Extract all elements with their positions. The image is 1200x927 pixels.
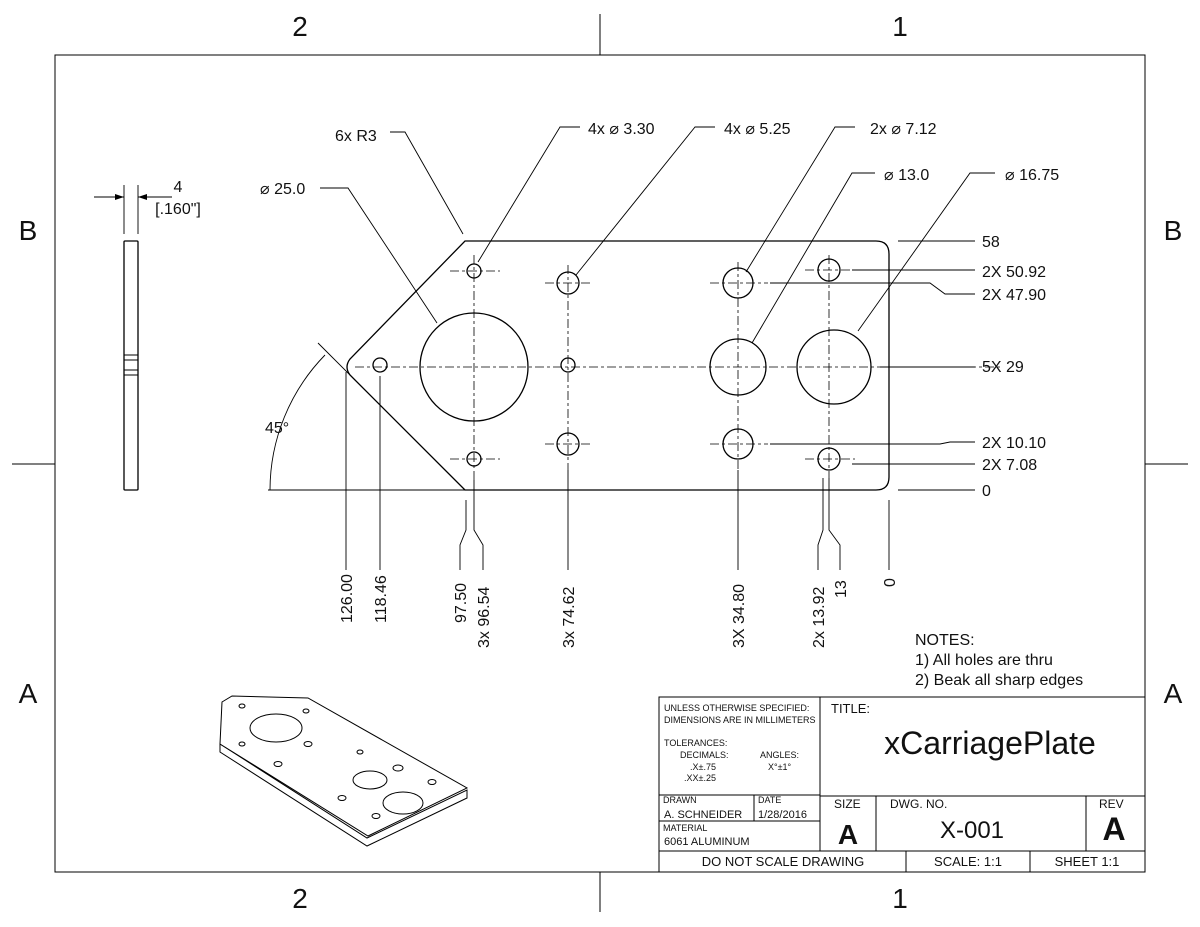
hole-d525 <box>556 271 580 295</box>
y-ordinate-5092: 2X 50.92 <box>982 264 1046 281</box>
y-ordinate-4790: 2X 47.90 <box>982 287 1046 304</box>
title-label: TITLE: <box>831 701 870 716</box>
side-view: 4 [.160"] <box>94 179 201 491</box>
hole-d712 <box>722 267 754 299</box>
y-ordinate-1010: 2X 10.10 <box>982 435 1046 452</box>
hole-d25 <box>419 312 529 422</box>
size-label: SIZE <box>834 797 861 811</box>
callout-leaders <box>268 126 995 491</box>
hole-d330 <box>466 451 482 467</box>
decimal-tolerance-2: .XX±.25 <box>684 773 716 783</box>
callout-hole-712: 2x ⌀ 7.12 <box>870 121 937 138</box>
x-ordinate-11846: 118.46 <box>373 575 390 623</box>
hole-d525 <box>817 258 841 282</box>
dwg-no-value: X-001 <box>940 817 1004 844</box>
zone-label-left-b: B <box>19 215 38 246</box>
thickness-dimension: 4 <box>174 179 183 196</box>
hole-d330 <box>466 263 482 279</box>
callout-hole-250: ⌀ 25.0 <box>260 181 305 198</box>
y-ordinate-708: 2X 7.08 <box>982 457 1037 474</box>
angle-tolerance: X°±1° <box>768 762 792 772</box>
hole-d13 <box>709 338 767 396</box>
y-ordinate-leaders <box>770 240 975 491</box>
spec-line-2: DIMENSIONS ARE IN MILLIMETERS <box>664 715 816 725</box>
zone-label-top-2: 2 <box>292 11 308 42</box>
hole-d1675 <box>796 329 872 405</box>
do-not-scale-note: DO NOT SCALE DRAWING <box>702 854 865 869</box>
angle-dimension: 45° <box>265 420 289 437</box>
size-value: A <box>838 819 858 850</box>
y-ordinate-29: 5X 29 <box>982 359 1024 376</box>
hole-d525 <box>817 447 841 471</box>
plate-front-view <box>346 240 1000 491</box>
callout-radius: 6x R3 <box>335 128 377 145</box>
date-label: DATE <box>758 795 781 805</box>
zone-label-bottom-1: 1 <box>892 883 908 914</box>
decimal-tolerance-1: .X±.75 <box>690 762 716 772</box>
zone-label-left-a: A <box>19 678 38 709</box>
note-1: 1) All holes are thru <box>915 652 1053 669</box>
x-ordinate-13: 13 <box>833 580 850 598</box>
isometric-view <box>219 695 469 847</box>
title-block: UNLESS OTHERWISE SPECIFIED: DIMENSIONS A… <box>658 696 1146 873</box>
zone-label-right-b: B <box>1164 215 1183 246</box>
x-ordinate-9750: 97.50 <box>453 583 470 623</box>
hole-d330 <box>560 357 576 373</box>
callout-hole-1675: ⌀ 16.75 <box>1005 167 1059 184</box>
callout-hole-130: ⌀ 13.0 <box>884 167 929 184</box>
decimals-label: DECIMALS: <box>680 750 729 760</box>
x-ordinate-1392: 2x 13.92 <box>811 587 828 648</box>
notes-heading: NOTES: <box>915 632 975 649</box>
hole-d525 <box>556 432 580 456</box>
zone-label-right-a: A <box>1164 678 1183 709</box>
dwg-no-label: DWG. NO. <box>890 797 947 811</box>
callout-hole-330: 4x ⌀ 3.30 <box>588 121 655 138</box>
zone-label-top-1: 1 <box>892 11 908 42</box>
drawing-title: xCarriagePlate <box>884 725 1096 761</box>
x-ordinate-0: 0 <box>882 578 899 587</box>
notes: NOTES: 1) All holes are thru 2) Beak all… <box>915 632 1083 689</box>
spec-line-1: UNLESS OTHERWISE SPECIFIED: <box>664 703 809 713</box>
plate-outline <box>346 240 890 491</box>
drawn-by: A. SCHNEIDER <box>664 809 742 821</box>
note-2: 2) Beak all sharp edges <box>915 672 1083 689</box>
angles-label: ANGLES: <box>760 750 799 760</box>
drawn-label: DRAWN <box>663 795 697 805</box>
x-ordinate-12600: 126.00 <box>339 574 356 623</box>
y-ordinate-58: 58 <box>982 234 1000 251</box>
sheet-value: SHEET 1:1 <box>1055 854 1120 869</box>
y-ordinate-0: 0 <box>982 483 991 500</box>
hole-d330 <box>372 357 388 373</box>
drawn-date: 1/28/2016 <box>758 809 807 821</box>
x-ordinate-leaders <box>345 372 890 570</box>
zone-label-bottom-2: 2 <box>292 883 308 914</box>
scale-value: SCALE: 1:1 <box>934 854 1002 869</box>
tolerances-label: TOLERANCES: <box>664 738 727 748</box>
thickness-inch-dimension: [.160"] <box>155 201 201 218</box>
material-value: 6061 ALUMINUM <box>664 836 750 848</box>
x-ordinate-7462: 3x 74.62 <box>561 587 578 648</box>
x-ordinate-9654: 3x 96.54 <box>476 587 493 648</box>
hole-d712 <box>722 428 754 460</box>
x-ordinate-3480: 3X 34.80 <box>731 584 748 648</box>
rev-label: REV <box>1099 797 1124 811</box>
callout-hole-525: 4x ⌀ 5.25 <box>724 121 791 138</box>
material-label: MATERIAL <box>663 823 707 833</box>
rev-value: A <box>1102 811 1125 847</box>
